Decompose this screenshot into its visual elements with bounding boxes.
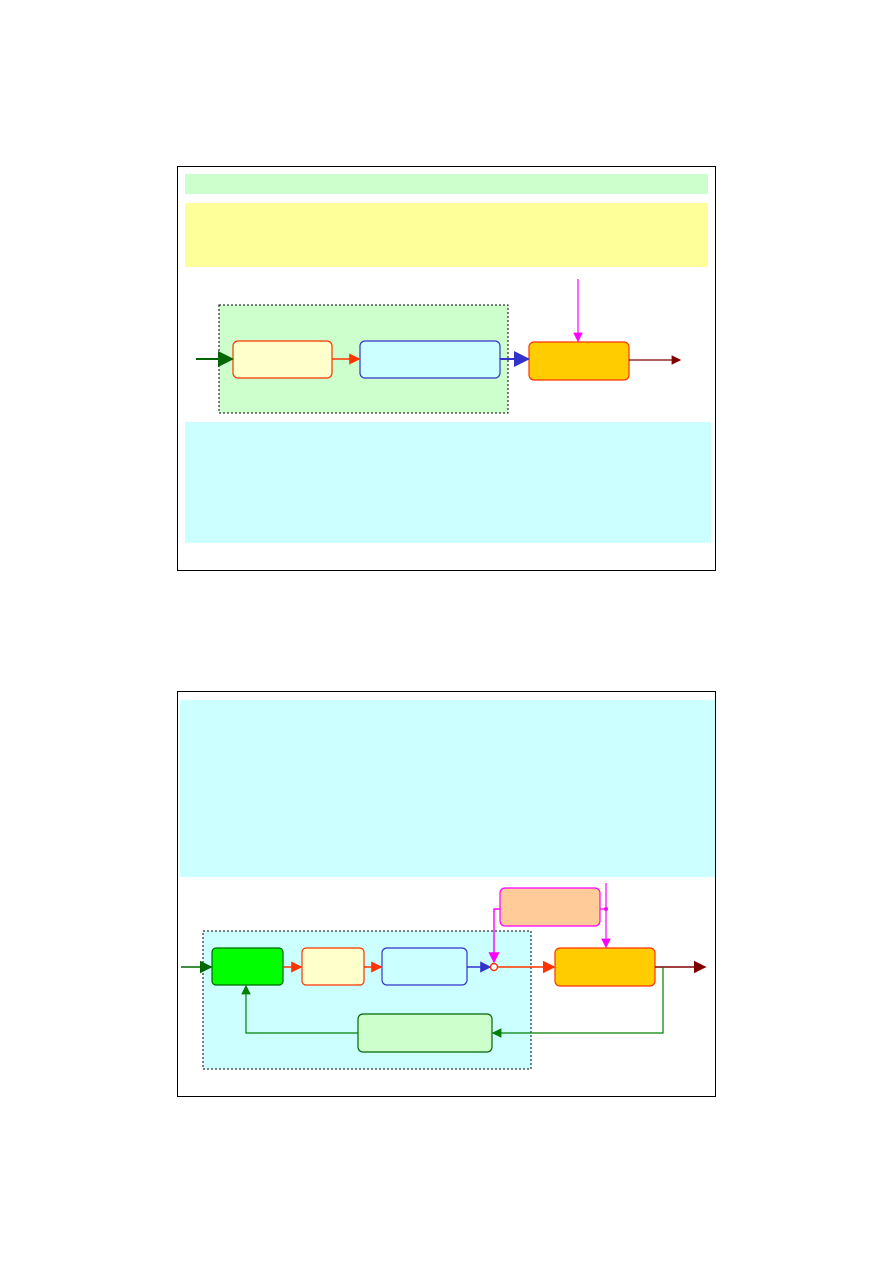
disturbance-branch xyxy=(488,908,500,964)
plant-block xyxy=(554,947,656,987)
description-band xyxy=(180,700,715,877)
actuator-block xyxy=(301,947,365,986)
plant-block xyxy=(528,341,630,381)
open-loop-slide xyxy=(177,166,716,571)
open-loop-diagram xyxy=(196,279,682,414)
closed-loop-diagram xyxy=(181,883,707,1070)
feedback-path-in xyxy=(491,967,664,1038)
block-1 xyxy=(232,340,333,379)
closed-loop-slide xyxy=(177,691,716,1097)
feedback-path-out xyxy=(241,984,358,1034)
disturbance-block xyxy=(499,887,601,927)
controller-block xyxy=(211,947,284,986)
feedback-block xyxy=(357,1013,493,1053)
summing-junction xyxy=(489,962,499,972)
title-band xyxy=(185,174,708,194)
intro-band xyxy=(185,203,708,267)
notes-band xyxy=(185,422,711,543)
transducer-block xyxy=(381,947,468,986)
disturbance-node xyxy=(604,907,608,911)
block-2 xyxy=(359,340,501,379)
